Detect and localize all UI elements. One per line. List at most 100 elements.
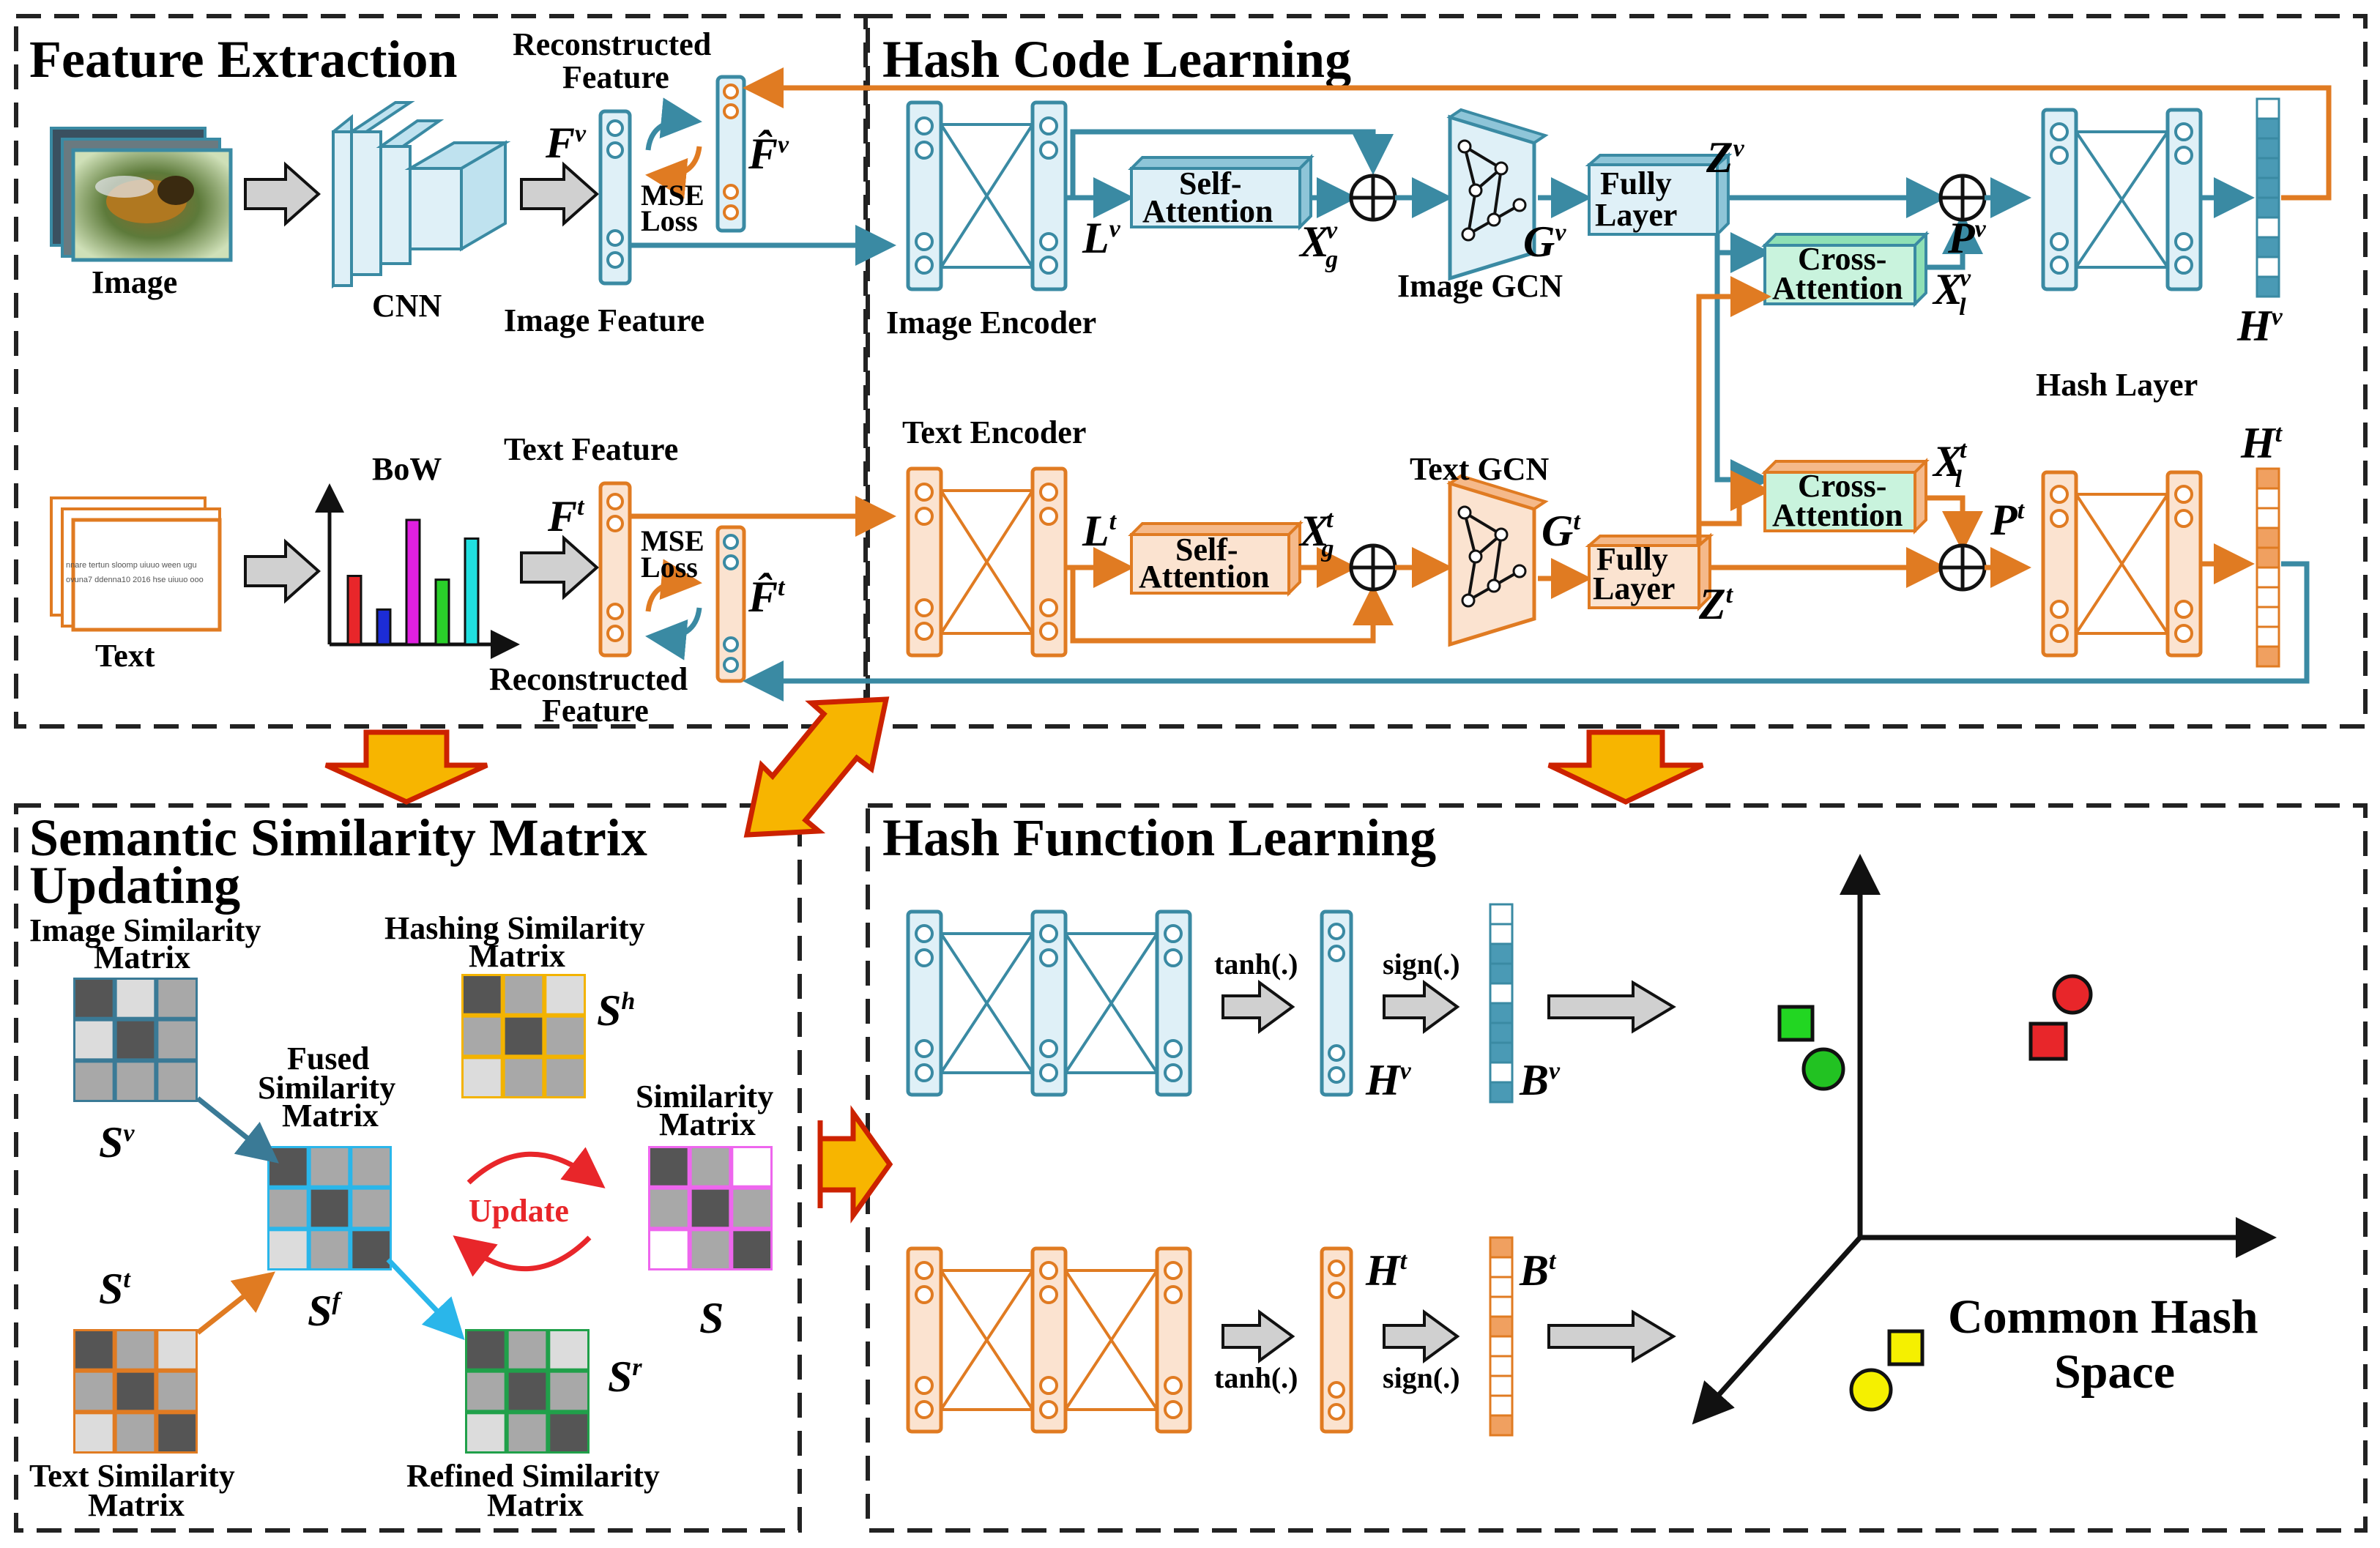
image-cross-to-plus-arrow bbox=[1927, 213, 1983, 270]
image-fully-1: Fully bbox=[1600, 165, 1672, 201]
matrix-cell bbox=[158, 980, 196, 1017]
matrix-cell bbox=[352, 1189, 390, 1227]
image-self-attn-1: Self- bbox=[1179, 165, 1242, 201]
section-title-feature-extraction: Feature Extraction bbox=[29, 30, 458, 89]
code-bit bbox=[2256, 97, 2280, 120]
matrix-cell bbox=[650, 1148, 688, 1186]
s-f-symbol: Sf bbox=[308, 1287, 343, 1335]
text-hash-code bbox=[2256, 467, 2280, 668]
text-z-to-cross-arrow bbox=[1696, 470, 1771, 546]
matrix-cell bbox=[116, 1414, 155, 1451]
code-bit bbox=[2256, 216, 2280, 239]
code-bit bbox=[2256, 137, 2280, 160]
gray-arrow-tanh-image bbox=[1221, 980, 1295, 1034]
image-sim-label-2: Matrix bbox=[94, 939, 190, 975]
h-v-output-symbol: Hv bbox=[1365, 1056, 1412, 1104]
code-bit bbox=[1489, 903, 1514, 926]
matrix-cell bbox=[733, 1189, 770, 1227]
code-bit bbox=[1489, 923, 1514, 945]
section-title-hash-function-learning: Hash Function Learning bbox=[882, 808, 1436, 867]
code-bit bbox=[2256, 606, 2280, 628]
f-hat-t-symbol: F̂t bbox=[748, 573, 786, 621]
code-bit bbox=[2256, 176, 2280, 199]
gray-arrow-image-to-space bbox=[1547, 980, 1676, 1034]
yellow-circle-point bbox=[1849, 1368, 1893, 1412]
gray-arrow-cnn-feature bbox=[520, 161, 600, 227]
gray-arrow-text-to-space bbox=[1547, 1309, 1676, 1363]
matrix-cell bbox=[508, 1331, 546, 1369]
matrix-cell bbox=[546, 1059, 584, 1096]
bow-label: BoW bbox=[372, 451, 442, 487]
hash-space-points bbox=[1777, 974, 2093, 1412]
s-h-symbol: Sh bbox=[597, 986, 635, 1035]
matrix-cell bbox=[508, 1372, 546, 1410]
matrix-cell bbox=[352, 1148, 390, 1186]
sign-text-label: sign(.) bbox=[1383, 1361, 1460, 1394]
image-encoder-label: Image Encoder bbox=[886, 305, 1096, 341]
section-title-semantic-similarity: Semantic Similarity Matrix bbox=[29, 808, 647, 867]
matrix-cell bbox=[550, 1372, 587, 1410]
image-hash-feedback-arrow bbox=[743, 67, 2332, 201]
matrix-cell bbox=[467, 1372, 505, 1410]
fused-label-3: Matrix bbox=[282, 1098, 379, 1134]
matrix-cell bbox=[691, 1148, 729, 1186]
image-gcn-label: Image GCN bbox=[1397, 268, 1563, 304]
matrix-cell bbox=[75, 1414, 113, 1451]
image-encoder bbox=[906, 100, 1068, 291]
text-doc-line-2: ovuna7 ddenna10 2016 hse uiuuo ooo bbox=[66, 576, 204, 584]
matrix-cell bbox=[158, 1414, 196, 1451]
cycle-arrows-icon bbox=[645, 559, 702, 660]
matrix-cell bbox=[158, 1021, 196, 1059]
matrix-cell bbox=[158, 1372, 196, 1410]
plus-circle-icon bbox=[1938, 174, 1987, 222]
tanh-text-label: tanh(.) bbox=[1214, 1361, 1298, 1394]
image-sim-to-fused-arrow bbox=[196, 1096, 279, 1164]
mse-loss-bottom-2: Loss bbox=[641, 551, 698, 584]
cnn-blocks-icon bbox=[332, 101, 511, 289]
text-feature-label: Text Feature bbox=[504, 431, 678, 467]
matrix-cell bbox=[310, 1148, 349, 1186]
text-gcn-label: Text GCN bbox=[1410, 451, 1549, 487]
big-connector-arrows bbox=[324, 696, 1704, 1224]
text-fully-2: Layer bbox=[1593, 570, 1675, 606]
code-bit bbox=[2256, 586, 2280, 609]
z-v-symbol: Zv bbox=[1706, 133, 1745, 182]
text-cross-attn-1: Cross- bbox=[1798, 468, 1886, 504]
text-sim-label-1: Text Similarity bbox=[29, 1458, 235, 1494]
text-encoder bbox=[906, 466, 1068, 658]
tanh-image-label: tanh(.) bbox=[1214, 948, 1298, 980]
update-label: Update bbox=[469, 1193, 569, 1229]
text-self-attn-1: Self- bbox=[1175, 532, 1238, 568]
matrix-cell bbox=[467, 1331, 505, 1369]
code-bit bbox=[2256, 487, 2280, 510]
image-residual-arrow bbox=[1070, 129, 1394, 198]
code-bit bbox=[1489, 1276, 1514, 1298]
h-v-symbol: Hv bbox=[2236, 302, 2283, 350]
matrix-cell bbox=[505, 1059, 543, 1096]
text-similarity-matrix bbox=[73, 1329, 198, 1454]
text-hash-feedback-arrow bbox=[743, 561, 2310, 702]
matrix-cell bbox=[505, 1017, 543, 1055]
g-t-symbol: Gt bbox=[1542, 507, 1581, 555]
fused-label-1: Fused bbox=[287, 1041, 369, 1076]
matrix-cell bbox=[691, 1189, 729, 1227]
matrix-cell bbox=[75, 1021, 113, 1059]
image-feature-label: Image Feature bbox=[504, 302, 704, 338]
text-cross-attention-block bbox=[1761, 458, 1930, 535]
matrix-cell bbox=[464, 1059, 501, 1096]
text-self-attention-block bbox=[1128, 520, 1304, 597]
text-encoder-label: Text Encoder bbox=[902, 414, 1086, 450]
common-hash-space-axes bbox=[1692, 854, 2277, 1425]
f-t-symbol: Ft bbox=[547, 492, 585, 540]
image-z-to-cross-arrow bbox=[1714, 232, 1771, 273]
code-bit bbox=[2256, 507, 2280, 529]
matrix-cell bbox=[508, 1414, 546, 1451]
gray-arrow-image-cnn bbox=[244, 161, 321, 227]
code-bit bbox=[1489, 962, 1514, 985]
reconstructed-text-nodes bbox=[723, 534, 739, 673]
image-fully-layer bbox=[1585, 152, 1733, 238]
sign-image-label: sign(.) bbox=[1383, 948, 1460, 980]
code-bit bbox=[2256, 625, 2280, 648]
image-similarity-matrix bbox=[73, 978, 198, 1102]
